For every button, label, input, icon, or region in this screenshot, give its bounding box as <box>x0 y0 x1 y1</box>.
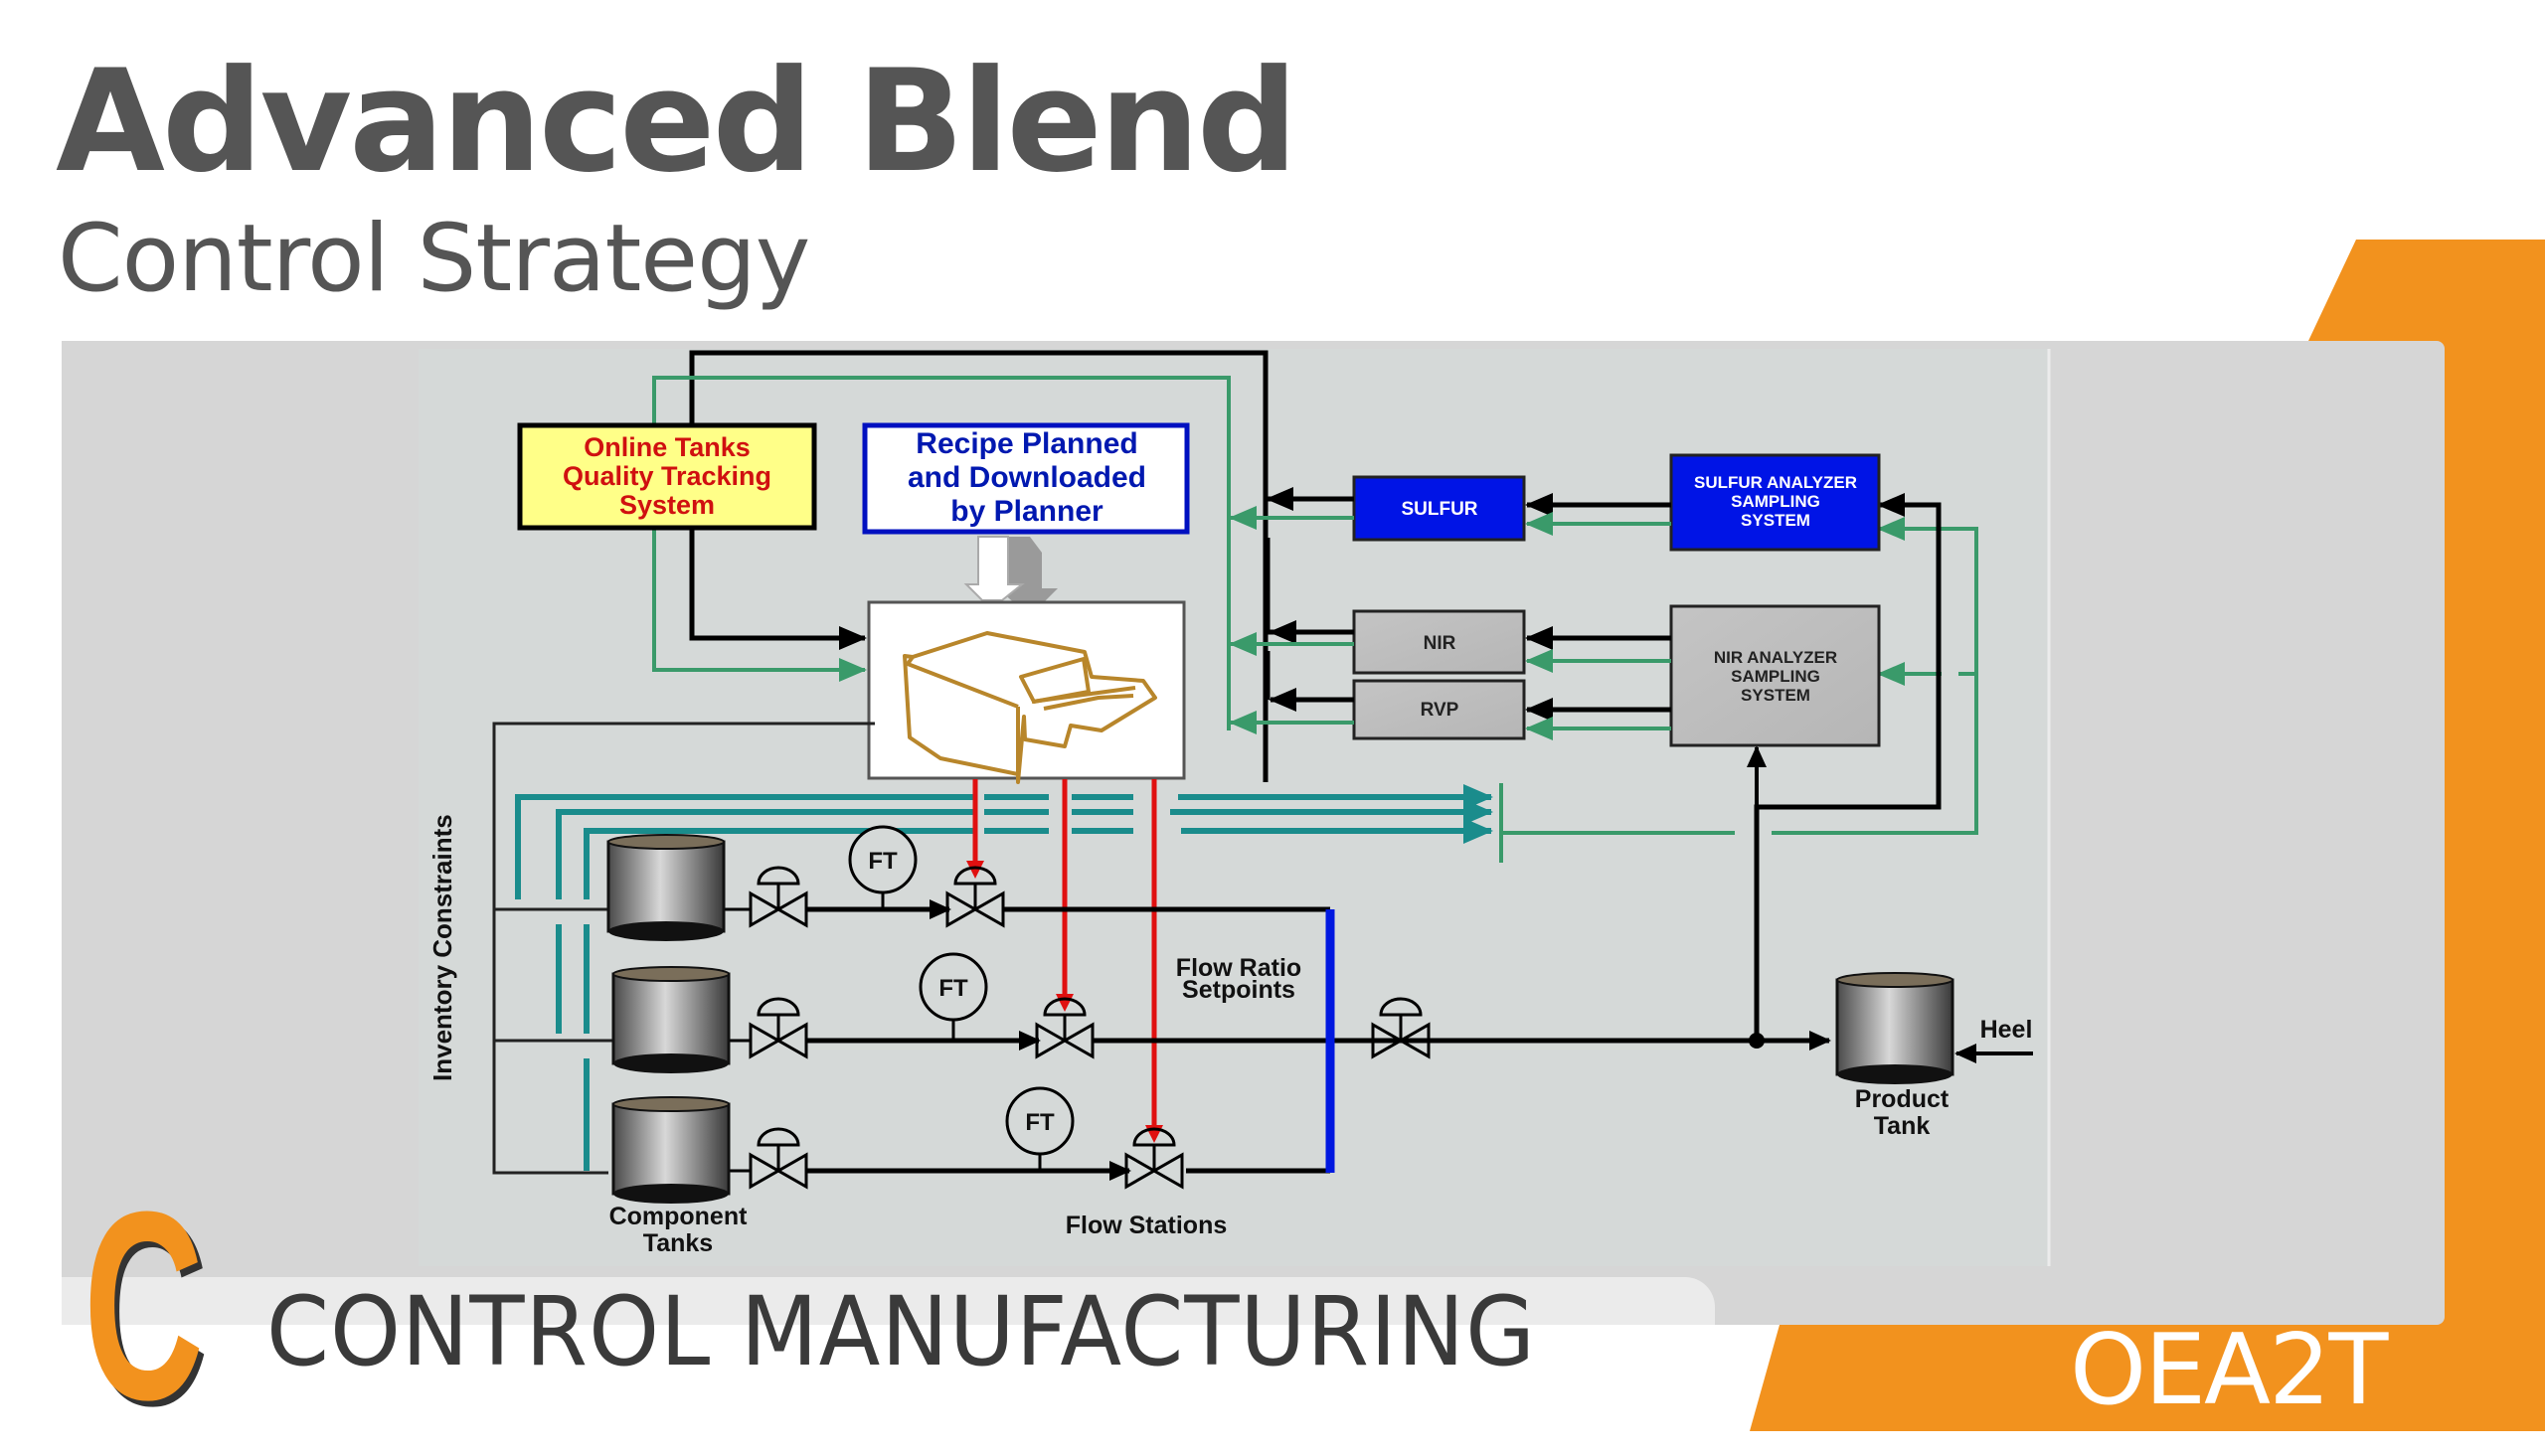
recipe-line-3: by Planner <box>950 495 1103 528</box>
recipe-line-1: Recipe Planned <box>916 427 1137 460</box>
sulfur-label: SULFUR <box>1401 499 1477 520</box>
heel-label: Heel <box>1980 1016 2033 1044</box>
flow-transmitter: FT <box>1005 1086 1075 1171</box>
brand-name: CONTROL MANUFACTURING <box>266 1276 1536 1387</box>
component-tanks-label-2: Tanks <box>643 1229 713 1257</box>
rvp-label: RVP <box>1421 700 1459 721</box>
flow-ratio-setpoint-lines <box>972 779 1157 1129</box>
tanks <box>606 834 1954 1204</box>
control-valve-icon <box>1124 1127 1184 1190</box>
recipe-line-2: and Downloaded <box>908 461 1146 494</box>
flow-transmitter: FT <box>848 825 918 909</box>
component-tank-icon <box>611 1096 731 1204</box>
control-valve-icon <box>749 997 808 1059</box>
nir-analyzer-box: NIR ANALYZER SAMPLING SYSTEM <box>1669 604 1881 747</box>
course-code: OEA2T <box>2070 1314 2388 1427</box>
sulfur-box: SULFUR <box>1352 475 1526 542</box>
component-flow-lines <box>724 899 1831 1181</box>
sulfur-analyzer-line-3: SYSTEM <box>1741 511 1810 530</box>
controller-box <box>867 600 1186 784</box>
inventory-constraints-label: Inventory Constraints <box>427 814 457 1081</box>
junction-dot <box>1749 1033 1765 1049</box>
flow-transmitter: FT <box>919 952 988 1041</box>
ft-instruments: FT FT FT <box>848 825 1075 1171</box>
control-valve-icon <box>1371 997 1431 1059</box>
nir-box: NIR <box>1352 609 1526 675</box>
control-valve-icon <box>749 1127 808 1190</box>
component-tank-icon <box>606 834 726 941</box>
down-arrow-icon <box>963 536 1058 608</box>
product-tank-label-2: Tank <box>1874 1112 1931 1140</box>
nir-label: NIR <box>1424 633 1456 654</box>
controller-inventory-line <box>492 722 875 1175</box>
ft-label: FT <box>938 975 968 1002</box>
sulfur-analyzer-line-1: SULFUR ANALYZER <box>1694 473 1857 492</box>
qts-to-controller-green <box>652 527 867 682</box>
black-sample-loop <box>1754 493 1942 1041</box>
ft-label: FT <box>1025 1109 1055 1136</box>
brand-band <box>62 1277 1715 1325</box>
sulfur-analyzer-line-2: SAMPLING <box>1731 492 1820 511</box>
brand-logo-c: C <box>84 1157 204 1456</box>
product-tank-label-1: Product <box>1855 1085 1950 1113</box>
ft-label: FT <box>868 848 898 875</box>
recipe-box: Recipe Planned and Downloaded by Planner <box>862 422 1190 535</box>
nir-analyzer-line-1: NIR ANALYZER <box>1714 648 1837 667</box>
control-valve-icon <box>945 866 1005 928</box>
green-return-line-b <box>1772 517 1978 835</box>
rvp-box: RVP <box>1352 679 1526 740</box>
valves <box>749 866 1431 1190</box>
sulfur-analyzer-box: SULFUR ANALYZER SAMPLING SYSTEM <box>1669 453 1881 552</box>
quality-tracking-box: Online Tanks Quality Tracking System <box>517 422 817 531</box>
product-tank-icon <box>1835 972 1954 1084</box>
quality-tracking-line-2: Quality Tracking <box>563 461 771 491</box>
nir-analyzer-line-2: SAMPLING <box>1731 667 1820 686</box>
quality-tracking-line-1: Online Tanks <box>584 432 751 462</box>
teal-inventory-signals <box>515 784 1493 1171</box>
analyzer-signal-arrows <box>1229 487 1671 740</box>
flow-stations-label: Flow Stations <box>1066 1212 1228 1239</box>
nir-analyzer-line-3: SYSTEM <box>1741 686 1810 705</box>
component-tank-icon <box>611 966 731 1073</box>
quality-tracking-line-3: System <box>619 490 715 520</box>
page-subtitle: Control Strategy <box>58 205 810 313</box>
flow-ratio-label-2: Setpoints <box>1182 976 1295 1004</box>
qts-to-controller-line <box>689 527 867 650</box>
green-feedback-top <box>652 376 1231 730</box>
page-title: Advanced Blend <box>56 40 1298 204</box>
flow-ratio-label-1: Flow Ratio <box>1176 954 1301 982</box>
control-valve-icon <box>1035 997 1095 1059</box>
computer-console-icon <box>903 631 1157 784</box>
control-valve-icon <box>749 866 808 928</box>
component-tanks-label-1: Component <box>609 1203 749 1230</box>
